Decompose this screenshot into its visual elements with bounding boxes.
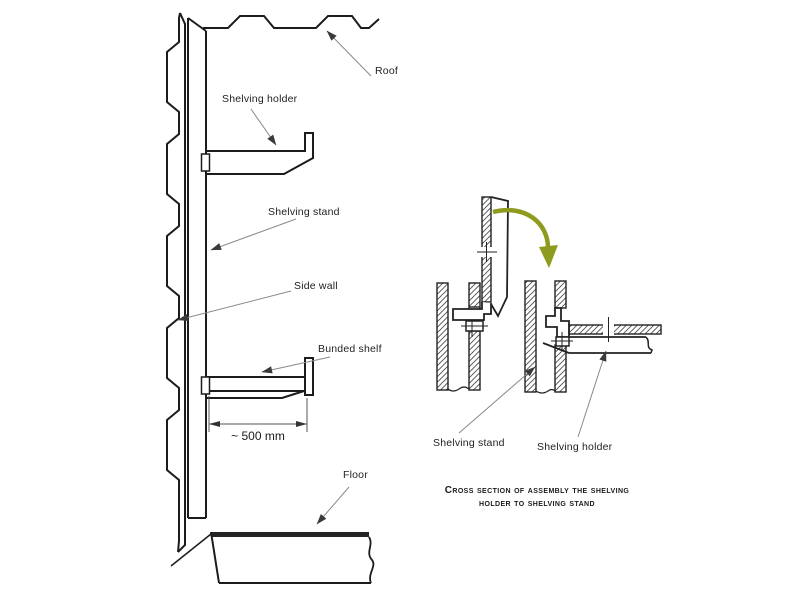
label-detail-shelving-stand: Shelving stand — [433, 437, 505, 449]
label-side-wall: Side wall — [294, 280, 338, 292]
leader-lines-detail — [458, 350, 607, 438]
label-shelving-stand: Shelving stand — [268, 206, 340, 218]
leader-roof — [326, 30, 372, 77]
leader-side-wall — [177, 290, 292, 321]
side-wall-inner-line — [177, 12, 186, 553]
leader-floor — [316, 486, 350, 525]
dimension-label: ~ 500 mm — [231, 429, 285, 443]
leader-detail-shelving-stand — [458, 366, 536, 434]
detail-disassembled — [436, 196, 509, 392]
label-detail-shelving-holder: Shelving holder — [537, 441, 613, 453]
shelving-holder-bracket — [200, 132, 314, 175]
detail-b-stand-left-wall — [524, 280, 537, 393]
floor-break-edge — [368, 536, 375, 584]
detail-a-stand-right-wall-top — [468, 282, 481, 308]
detail-caption-line1: Cross section of assembly the shelving — [444, 485, 630, 496]
leader-shelving-stand — [210, 218, 297, 251]
detail-a-holder-piece — [452, 196, 509, 321]
detail-b-shelf — [542, 336, 653, 354]
label-floor: Floor — [343, 469, 368, 481]
bunded-shelf-assembly — [200, 357, 314, 399]
detail-b-hook-joint — [545, 307, 570, 338]
detail-caption-line2: holder to shelving stand — [479, 498, 595, 509]
detail-a-stand-right-wall-bottom — [468, 330, 481, 391]
leader-bunded-shelf — [261, 356, 331, 374]
insert-direction-arrow-icon — [492, 207, 558, 268]
leader-detail-shelving-holder — [577, 350, 607, 438]
leader-shelving-holder — [250, 108, 277, 146]
floor-cut-diagonal — [170, 533, 212, 567]
detail-a-stand-left-wall — [436, 282, 449, 391]
detail-a-holder-hook — [452, 302, 492, 321]
label-roof: Roof — [375, 65, 398, 77]
leader-lines-left — [177, 30, 372, 525]
detail-b-stand-right-wall-top — [554, 280, 567, 309]
shelf-hook-notch — [200, 376, 211, 395]
roof-profile — [203, 15, 380, 29]
shelving-stand-member — [187, 17, 207, 519]
side-wall-profile — [166, 12, 181, 553]
shelf-bracket-underside — [206, 390, 305, 399]
dimension-500mm — [208, 396, 308, 432]
holder-hook-notch — [200, 153, 211, 172]
detail-assembled — [524, 280, 662, 394]
floor-slab — [170, 531, 375, 584]
detail-b-holder-plate — [568, 324, 662, 335]
shelf-end-plate — [304, 357, 314, 396]
label-bunded-shelf: Bunded shelf — [318, 343, 382, 355]
left-elevation-view — [166, 12, 380, 584]
label-shelving-holder: Shelving holder — [222, 93, 298, 105]
